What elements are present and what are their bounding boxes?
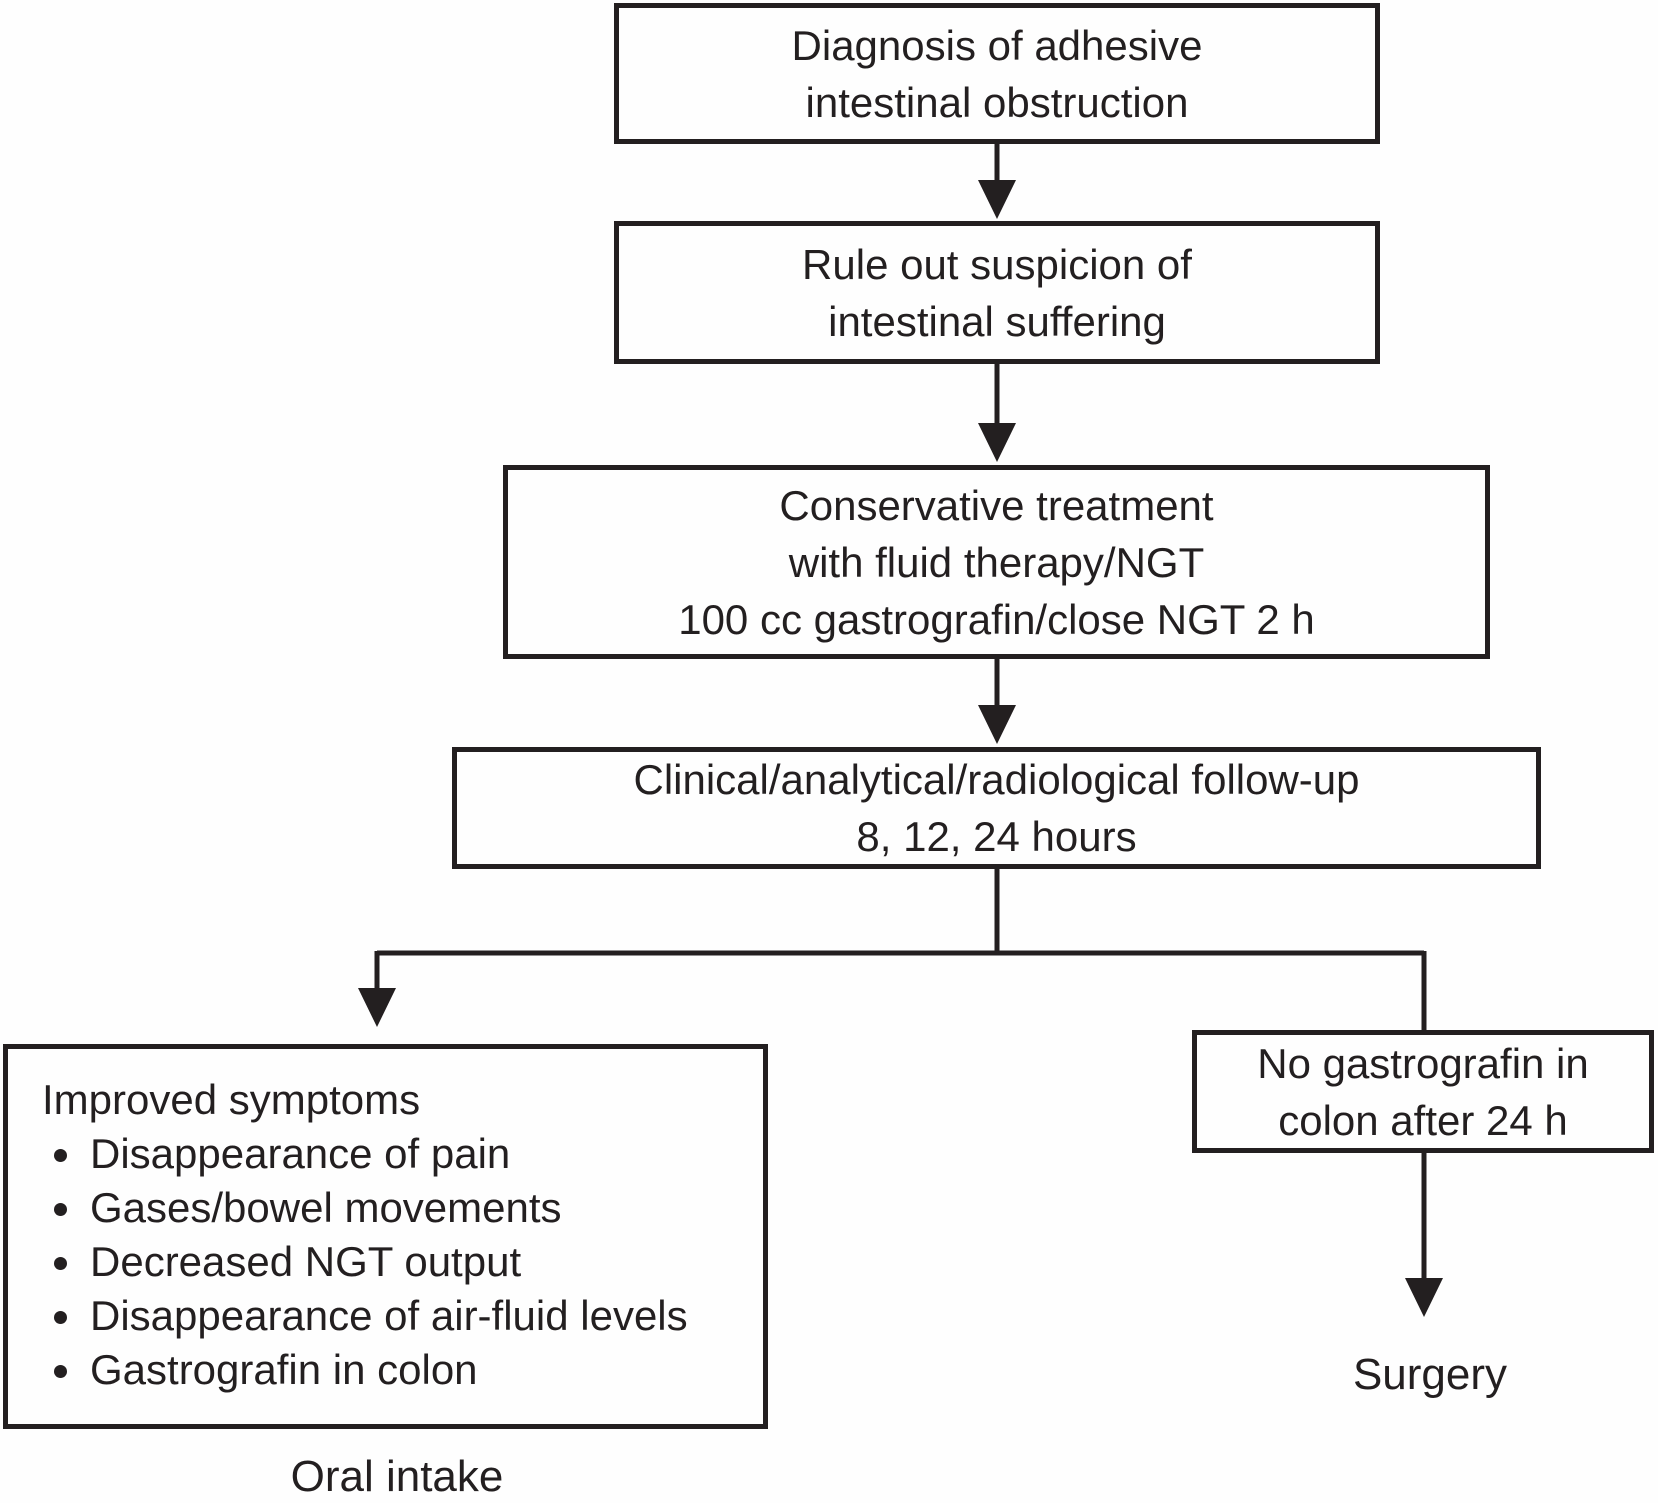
label-surgery: Surgery [1352,1350,1508,1399]
box-conservative-line1: Conservative treatment [779,481,1214,529]
box-rule-out-line2: intestinal suffering [828,297,1166,345]
label-oral-intake: Oral intake [290,1452,504,1501]
box-follow-up: Clinical/analytical/radiological follow-… [452,747,1541,869]
box-follow-up-line1: Clinical/analytical/radiological follow-… [633,756,1360,803]
box-diagnosis-line1: Diagnosis of adhesive [791,21,1203,69]
improved-symptoms-title: Improved symptoms [42,1076,421,1123]
box-rule-out-line1: Rule out suspicion of [802,240,1192,288]
list-item: Gastrografin in colon [86,1343,753,1397]
arrow-branch-to-improved [358,951,396,1027]
improved-symptoms-list: Disappearance of pain Gases/bowel moveme… [42,1127,753,1397]
box-diagnosis: Diagnosis of adhesive intestinal obstruc… [614,3,1380,144]
arrow-nogastrografin-to-surgery [1405,1152,1443,1317]
box-diagnosis-line2: intestinal obstruction [805,78,1189,126]
box-follow-up-line2: 8, 12, 24 hours [856,813,1137,860]
box-conservative-line2: with fluid therapy/NGT [788,538,1205,586]
arrow-diagnosis-to-ruleout [978,143,1016,219]
list-item: Disappearance of pain [86,1127,753,1181]
arrow-ruleout-to-conservative [978,363,1016,462]
branch-connector [377,868,1424,956]
list-item: Disappearance of air-fluid levels [86,1289,753,1343]
list-item: Decreased NGT output [86,1235,753,1289]
box-rule-out: Rule out suspicion of intestinal sufferi… [614,221,1380,364]
arrow-conservative-to-followup [978,658,1016,744]
box-conservative-treatment: Conservative treatment with fluid therap… [503,465,1490,659]
box-no-gastrografin-line2: colon after 24 h [1278,1096,1568,1144]
box-no-gastrografin: No gastrografin in colon after 24 h [1192,1030,1654,1153]
box-conservative-line3: 100 cc gastrografin/close NGT 2 h [678,595,1315,643]
box-no-gastrografin-line1: No gastrografin in [1257,1039,1589,1087]
box-improved-symptoms: Improved symptoms Disappearance of pain … [3,1044,768,1429]
list-item: Gases/bowel movements [86,1181,753,1235]
